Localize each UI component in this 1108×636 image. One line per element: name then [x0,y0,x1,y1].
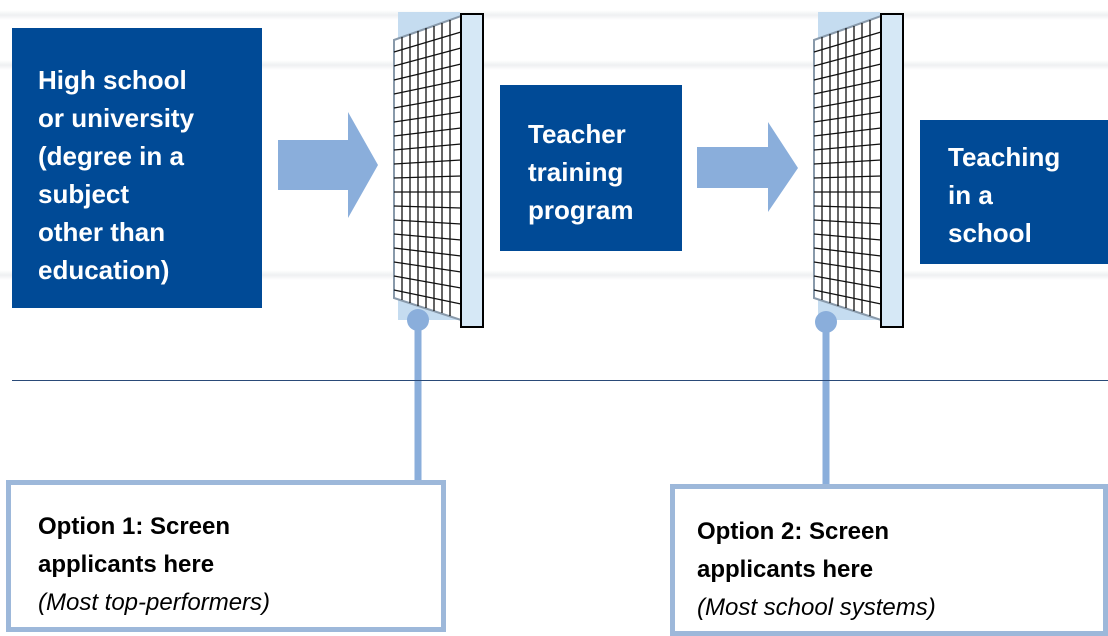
option-1-note: Option 1: Screen applicants here (Most t… [6,480,446,632]
box-high-school: High school or university (degree in a s… [12,28,262,308]
box-line: High school [38,65,187,95]
screen-filter-icon [393,12,484,328]
divider-line [12,380,1108,381]
connector-dot-icon [407,309,429,331]
box-line: school [948,218,1032,248]
box-line: in a [948,180,993,210]
box-line: (degree in a [38,141,184,171]
background-stripe [0,270,1108,280]
option-2-note: Option 2: Screen applicants here (Most s… [670,484,1108,636]
box-teacher-training: Teacher training program [500,85,682,251]
arrow-right-icon [278,112,378,218]
option-2-title: Option 2: Screen [697,518,890,545]
background-stripe [0,60,1108,70]
box-line: program [528,195,634,225]
option-1-subtitle: (Most top-performers) [38,589,271,616]
box-line: Teacher [528,119,626,149]
box-line: education) [38,255,170,285]
option-1-text: applicants here [38,551,215,578]
box-line: or university [38,103,195,133]
box-line: training [528,157,624,187]
background-stripe [0,10,1108,20]
box-line: subject [38,179,130,209]
arrow-right-icon [697,122,798,212]
box-line: Teaching [948,142,1061,172]
option-1-title: Option 1: Screen [38,513,231,540]
box-teaching: Teaching in a school [920,120,1108,264]
connector-dot-icon [815,311,837,333]
screen-filter-icon [813,12,904,328]
option-2-subtitle: (Most school systems) [697,594,936,621]
box-line: other than [38,217,166,247]
option-2-text: applicants here [697,556,874,583]
